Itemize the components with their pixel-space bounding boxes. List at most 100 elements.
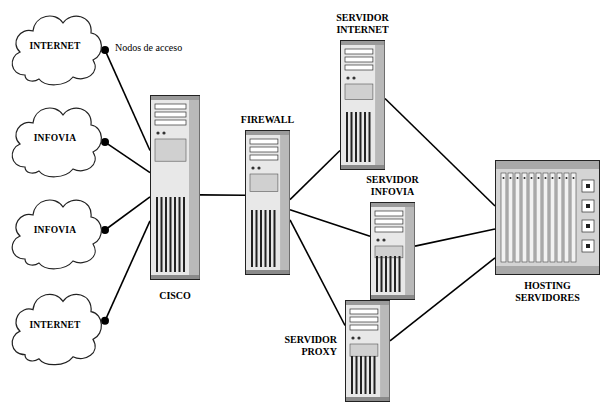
connector-line [105,221,150,321]
power-led [162,131,165,134]
vent-slot [385,256,387,292]
drive-bay [375,227,403,232]
cloud-outline [12,200,101,269]
vent-slot [265,210,267,267]
network-cloud: INTERNET [5,5,105,87]
cloud-outline [12,16,101,85]
tower-body [151,96,200,280]
cloud-text-wrap: INFOVIA [5,189,105,271]
tower-top [346,301,389,305]
vent-slot [183,197,185,272]
drive-bay [345,65,373,70]
vent-slot [165,197,167,272]
rack-body [496,161,600,275]
network-cloud: INTERNET [5,283,105,367]
power-led [156,131,159,134]
vent-slot [369,356,371,394]
server-tower: SERVIDOR PROXY [345,300,390,402]
tower-side [280,131,289,274]
vent-slot [356,356,358,394]
network-cloud: INFOVIA [5,97,105,179]
vent-slot [399,256,401,292]
rack-port-dot [586,224,590,228]
connector-line [290,210,370,237]
vent-slot [364,112,366,162]
blade-card [522,173,527,262]
rack-top [496,161,599,169]
front-panel [350,344,378,356]
rack-port-dot [586,244,590,248]
blade-card [501,173,506,262]
device-label-box: FIREWALL [225,109,310,127]
drive-bay [155,120,186,125]
server-tower [245,130,290,275]
vent-slot [346,112,348,162]
tower-top [151,96,199,100]
tower-foot [246,270,289,274]
device-label: FIREWALL [239,114,296,126]
server-tower: SERVIDOR INFOVIA [370,202,415,300]
rack-port-dot [586,184,590,188]
power-led [376,238,379,241]
vent-slot [179,197,181,272]
card-led [524,177,526,179]
vent-slot [394,256,396,292]
vent-slot [156,197,158,272]
device-label-box: SERVIDOR INFOVIA [351,174,434,199]
device-label-box: SERVIDOR PROXY [257,334,339,359]
power-led [357,336,360,339]
device-label-box: HOSTING SERVIDORES [494,280,601,305]
cloud-text-wrap: INTERNET [5,283,105,367]
tower-body [346,301,390,402]
card-led [552,177,554,179]
blade-card [564,173,569,262]
drive-bay [375,219,403,224]
vent-slot [161,197,163,272]
tower-foot [341,165,384,169]
card-led [545,177,547,179]
hosting-rack [495,160,600,275]
vent-slot [355,112,357,162]
drive-bay [350,325,378,330]
card-led [510,177,512,179]
drive-bay [155,104,186,109]
vent-slot [174,197,176,272]
vent-slot [365,356,367,394]
connector-line [200,194,245,196]
rack-port [582,180,594,192]
blade-card [571,173,576,262]
vent-slot [269,210,271,267]
vent-slot [374,356,376,394]
access-node-dot [101,46,109,54]
vent-slot [369,112,371,162]
tower-side [405,203,414,299]
cloud-text-wrap: INTERNET [5,5,105,87]
power-led [382,238,385,241]
front-panel [155,139,186,161]
server-tower [340,40,385,170]
vent-slot [381,256,383,292]
device-label: CISCO [157,290,193,302]
cloud-text-wrap: INFOVIA [5,97,105,179]
vent-slot [170,197,172,272]
tower-side [380,301,389,401]
tower-top [246,131,289,135]
cloud-label: INFOVIA [34,225,77,235]
drive-bay [345,49,373,54]
device-label: SERVIDOR INTERNET [319,12,406,36]
access-node-dot [101,138,109,146]
server-tower [150,95,200,280]
server-tower: SERVIDOR INTERNET [340,40,385,170]
blade-card [508,173,513,262]
tower-foot [346,397,389,401]
hosting-rack: HOSTING SERVIDORES [495,160,600,275]
card-led [517,177,519,179]
device-label: SERVIDOR INFOVIA [351,174,434,198]
rack-base [496,266,599,274]
vent-slot [390,256,392,292]
front-panel [345,84,373,100]
rack-port [582,220,594,232]
blade-card [543,173,548,262]
vent-slot [351,112,353,162]
blade-card [529,173,534,262]
